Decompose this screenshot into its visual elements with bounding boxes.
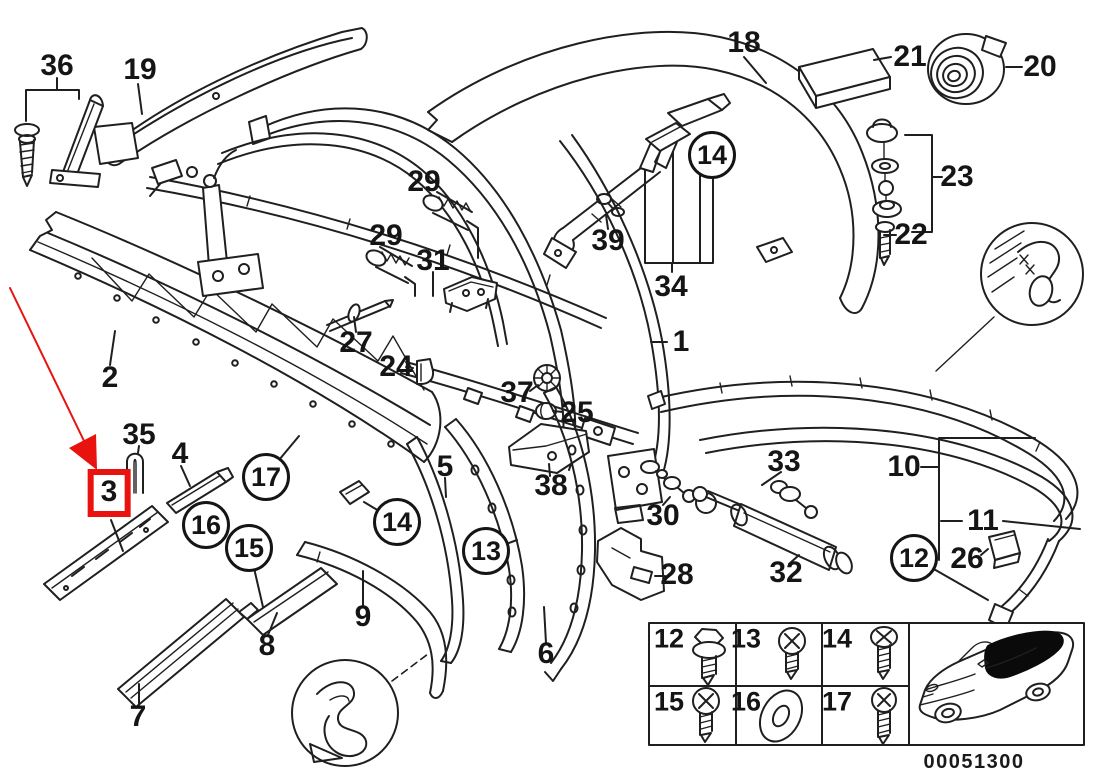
oval-washer-icon (758, 689, 804, 743)
highlight-arrow (9, 287, 97, 470)
part-label-38[interactable]: 38 (534, 469, 568, 502)
part-label-16-circled[interactable]: 16 (182, 501, 230, 549)
part-label-23[interactable]: 23 (940, 160, 974, 193)
part-20-tape-roll (927, 33, 1007, 105)
part-2-header-panel (29, 149, 442, 463)
car-thumbnail (918, 630, 1075, 724)
part-label-22[interactable]: 22 (894, 218, 928, 251)
part-label-24[interactable]: 24 (379, 350, 413, 383)
legend-num-13[interactable]: 13 (730, 623, 762, 654)
part-label-30[interactable]: 30 (646, 499, 680, 532)
part-24-clip (416, 358, 435, 385)
part-label-29[interactable]: 29 (407, 165, 441, 198)
part-3-covering-strip (43, 505, 169, 601)
part-label-28[interactable]: 28 (660, 558, 694, 591)
legend-num-14[interactable]: 14 (821, 623, 853, 654)
part-label-1[interactable]: 1 (672, 325, 690, 358)
part-label-36[interactable]: 36 (40, 49, 74, 82)
part-label-19[interactable]: 19 (123, 53, 157, 86)
part-9-arch-molding (296, 541, 448, 699)
part-label-12-circled[interactable]: 12 (890, 534, 938, 582)
part-29-spring-screw-lower (365, 246, 413, 284)
part-label-3-boxed[interactable]: 3 (87, 469, 131, 517)
phillips-round-head-screw-long-icon (871, 687, 897, 745)
part-label-20[interactable]: 20 (1023, 50, 1057, 83)
leader-lines (25, 56, 1081, 706)
part-23-fastener-stack (866, 118, 902, 218)
part-5-seal-rail (406, 436, 465, 664)
part-label-9[interactable]: 9 (354, 600, 372, 633)
part-label-4[interactable]: 4 (171, 437, 189, 470)
part-10-seal-rail-assembly (647, 375, 1079, 522)
part-label-25[interactable]: 25 (560, 396, 594, 429)
part-label-27[interactable]: 27 (339, 326, 373, 359)
part-7-covering-strip (117, 598, 245, 708)
part-label-10[interactable]: 10 (887, 450, 921, 483)
part-label-33[interactable]: 33 (767, 445, 801, 478)
part-label-7[interactable]: 7 (129, 700, 147, 733)
phillips-pan-head-screw-icon (778, 627, 806, 680)
part-31-bracket (443, 276, 498, 313)
part-label-14-circled[interactable]: 14 (688, 131, 736, 179)
part-28-bracket-plate (596, 527, 665, 601)
legend-num-17[interactable]: 17 (821, 686, 853, 717)
legend-num-15[interactable]: 15 (653, 686, 685, 717)
part-label-6[interactable]: 6 (537, 637, 555, 670)
part-label-13-circled[interactable]: 13 (462, 527, 510, 575)
part-8-covering-strip (238, 567, 338, 636)
part-label-29[interactable]: 29 (369, 219, 403, 252)
hex-flange-screw-icon (692, 628, 726, 686)
part-35-clip (126, 452, 144, 494)
part-label-5[interactable]: 5 (436, 450, 454, 483)
part-32-gas-strut (692, 486, 853, 575)
part-19-front-rail (93, 27, 368, 167)
part-33-fastener (770, 480, 818, 519)
part-label-21[interactable]: 21 (893, 40, 927, 73)
part-label-14-circled[interactable]: 14 (373, 498, 421, 546)
molding-cross-section-detail (291, 653, 429, 767)
part-34-latch-strap (543, 93, 731, 269)
part-label-15-circled[interactable]: 15 (225, 524, 273, 572)
part-label-32[interactable]: 32 (769, 556, 803, 589)
part-38-bracket (508, 423, 590, 474)
seal-clip-mounting-detail (935, 222, 1084, 372)
part-label-17-circled[interactable]: 17 (242, 453, 290, 501)
part-label-26[interactable]: 26 (950, 542, 984, 575)
legend-num-16[interactable]: 16 (730, 686, 762, 717)
part-label-39[interactable]: 39 (591, 224, 625, 257)
part-30-fasteners (640, 460, 717, 514)
part-6-seal-rail (543, 386, 597, 682)
part-label-8[interactable]: 8 (258, 629, 276, 662)
part-27-pin (326, 299, 394, 332)
part-26-clip (988, 530, 1021, 569)
part-29-spring-screw-upper (422, 191, 473, 231)
part-4-covering-strip (166, 467, 234, 514)
part-label-18[interactable]: 18 (727, 26, 761, 59)
part-label-31[interactable]: 31 (416, 244, 450, 277)
part-18-striker-tab (756, 237, 793, 263)
phillips-pan-head-screw-long-icon (870, 626, 898, 680)
part-label-37[interactable]: 37 (500, 376, 534, 409)
doc-number: 00051300 (923, 751, 1025, 773)
phillips-pan-head-screw-icon-2 (692, 687, 720, 743)
legend-num-12[interactable]: 12 (653, 623, 685, 654)
part-9-end-cap (339, 480, 370, 505)
part-21-pad (798, 48, 891, 109)
part-label-11[interactable]: 11 (967, 504, 999, 537)
part-36-screw-and-bracket (14, 94, 104, 188)
part-label-2[interactable]: 2 (101, 361, 119, 394)
part-label-34[interactable]: 34 (654, 270, 688, 303)
part-label-35[interactable]: 35 (122, 418, 156, 451)
